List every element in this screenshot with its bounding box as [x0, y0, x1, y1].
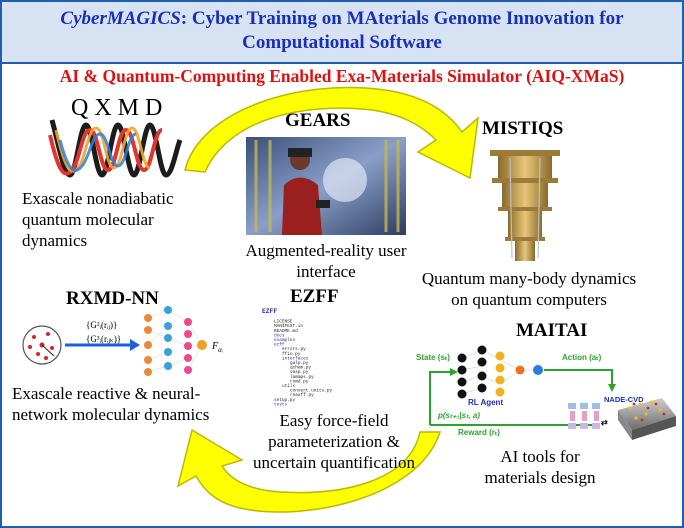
subtitle: AI & Quantum-Computing Enabled Exa-Mater… — [59, 66, 625, 86]
ezff-title: EZFF — [290, 286, 339, 307]
svg-text:⇄: ⇄ — [601, 418, 608, 427]
tree-item: utils — [282, 384, 296, 389]
rl-state-label: State (sₜ) — [416, 353, 450, 362]
brand-name: CyberMAGICS — [60, 8, 181, 29]
qxmd-logo-text: QXMD — [71, 95, 169, 121]
tree-item: tests — [274, 402, 288, 407]
tree-root: EZFF — [262, 308, 277, 315]
rl-action-label: Action (aₜ) — [562, 353, 602, 362]
rxmdnn-description: Exascale reactive & neural- network mole… — [12, 383, 209, 425]
tree-item: errors.py — [282, 347, 306, 352]
rxmd-output-label: F — [211, 341, 219, 352]
bottom-cycle-arrow — [176, 428, 442, 513]
tree-item: MANIFEST.in — [274, 324, 303, 329]
top-cycle-arrow — [184, 86, 480, 180]
gears-desc-line: interface — [296, 262, 356, 281]
gears-desc-line: Augmented-reality user — [245, 241, 407, 260]
qxmd-desc-line: Exascale nonadiabatic — [22, 189, 174, 208]
tree-item: README.md — [274, 329, 298, 334]
nade-network-blocks — [568, 403, 600, 429]
tree-item: setup.py — [274, 398, 295, 403]
tree-item: reaxff.py — [290, 393, 314, 398]
qxmd-desc-line: quantum molecular — [22, 210, 154, 229]
rxmd-output-sub: αᵢ — [218, 346, 223, 354]
header-banner: CyberMAGICS: Cyber Training on MAterials… — [2, 2, 682, 64]
gears-title: GEARS — [285, 110, 351, 131]
tree-item: gulp.py — [290, 361, 309, 366]
tree-item: interfaces — [282, 356, 309, 361]
header-title-line2: Computational Software — [242, 32, 442, 53]
maitai-desc-line: materials design — [484, 468, 596, 487]
gears-description: Augmented-reality user interface — [228, 240, 424, 282]
maitai-rl-graphic: State (sₜ) RL Agent Action (aₜ) NADE-CVD… — [416, 345, 676, 440]
qxmd-description: Exascale nonadiabatic quantum molecular … — [22, 188, 174, 251]
mistiqs-desc-line: on quantum computers — [451, 290, 607, 309]
material-slab-image — [618, 398, 676, 440]
qxmd-desc-line: dynamics — [22, 231, 88, 250]
tree-item: rxmd.py — [290, 379, 309, 384]
maitai-title: MAITAI — [516, 320, 588, 341]
rxmdnn-title: RXMD-NN — [66, 288, 159, 309]
mistiqs-quantum-computer-image — [490, 150, 560, 261]
ezff-directory-tree: EZFF LICENSEMANIFEST.inREADME.mddocsexam… — [257, 307, 395, 409]
mistiqs-title: MISTIQS — [482, 118, 564, 139]
rxmd-formula-1: {G²ᵢ(rᵢⱼ)} — [86, 320, 117, 330]
rxmd-formula-2: {G³ᵢ(rᵢⱼₖ)} — [86, 334, 121, 344]
rl-agent-label: RL Agent — [468, 398, 503, 407]
tree-item: qchem.py — [290, 366, 311, 371]
tree-item: examples — [274, 338, 295, 343]
rl-reward-label: Reward (rₜ) — [458, 428, 500, 437]
rxmdnn-network-graphic: {G²ᵢ(rᵢⱼ)} {G³ᵢ(rᵢⱼₖ)} Fαᵢ — [22, 306, 223, 376]
qxmd-logo — [48, 119, 183, 178]
ezff-description: Easy force-field parameterization & unce… — [244, 410, 424, 473]
svg-text:Fαᵢ: Fαᵢ — [211, 341, 223, 354]
tree-item: convert.units.py — [290, 389, 333, 394]
ezff-desc-line: Easy force-field — [279, 411, 389, 430]
tree-item: lammps.py — [290, 375, 314, 380]
maitai-desc-line: AI tools for — [500, 447, 580, 466]
maitai-description: AI tools for materials design — [470, 446, 610, 488]
tree-item: LICENSE — [274, 320, 293, 325]
header-title-line1: CyberMAGICS: Cyber Training on MAterials… — [2, 8, 682, 30]
ezff-desc-line: uncertain quantification — [253, 453, 415, 472]
header-title-rest: : Cyber Training on MAterials Genome Inn… — [180, 8, 624, 29]
mistiqs-desc-line: Quantum many-body dynamics — [421, 269, 637, 288]
tree-item: ffio.py — [282, 352, 301, 357]
nade-cvd-label: NADE-CVD — [604, 395, 644, 404]
tree-item: vasp.py — [290, 370, 309, 375]
tree-items: LICENSEMANIFEST.inREADME.mddocsexamplese… — [274, 320, 333, 408]
rl-policy-label: p(sₜ₊₁|sₜ, a) — [437, 411, 480, 420]
tree-item: ezff — [274, 343, 285, 348]
rxmdnn-desc-line: Exascale reactive & neural- — [12, 384, 201, 403]
tree-item: docs — [274, 333, 285, 338]
ezff-desc-line: parameterization & — [268, 432, 400, 451]
rxmdnn-desc-line: network molecular dynamics — [12, 405, 210, 424]
mistiqs-description: Quantum many-body dynamics on quantum co… — [404, 268, 654, 310]
gears-photo — [246, 137, 406, 235]
